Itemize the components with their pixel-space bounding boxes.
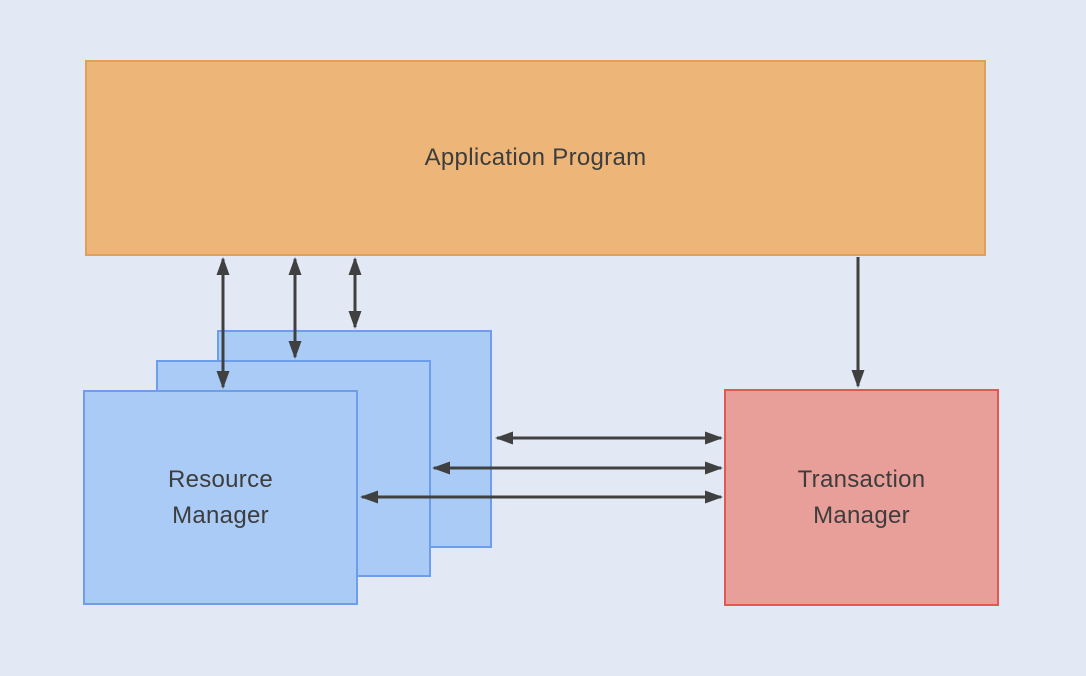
resource-manager-label-line2: Manager bbox=[172, 501, 269, 529]
node-resource-manager: Resource Manager bbox=[83, 390, 358, 605]
node-application-program: Application Program bbox=[85, 60, 986, 256]
transaction-manager-label-line2: Manager bbox=[813, 501, 910, 529]
transaction-manager-label-line1: Transaction bbox=[797, 465, 926, 493]
node-transaction-manager: Transaction Manager bbox=[724, 389, 999, 606]
resource-manager-label-line1: Resource bbox=[167, 465, 274, 493]
application-program-label: Application Program bbox=[424, 144, 647, 171]
